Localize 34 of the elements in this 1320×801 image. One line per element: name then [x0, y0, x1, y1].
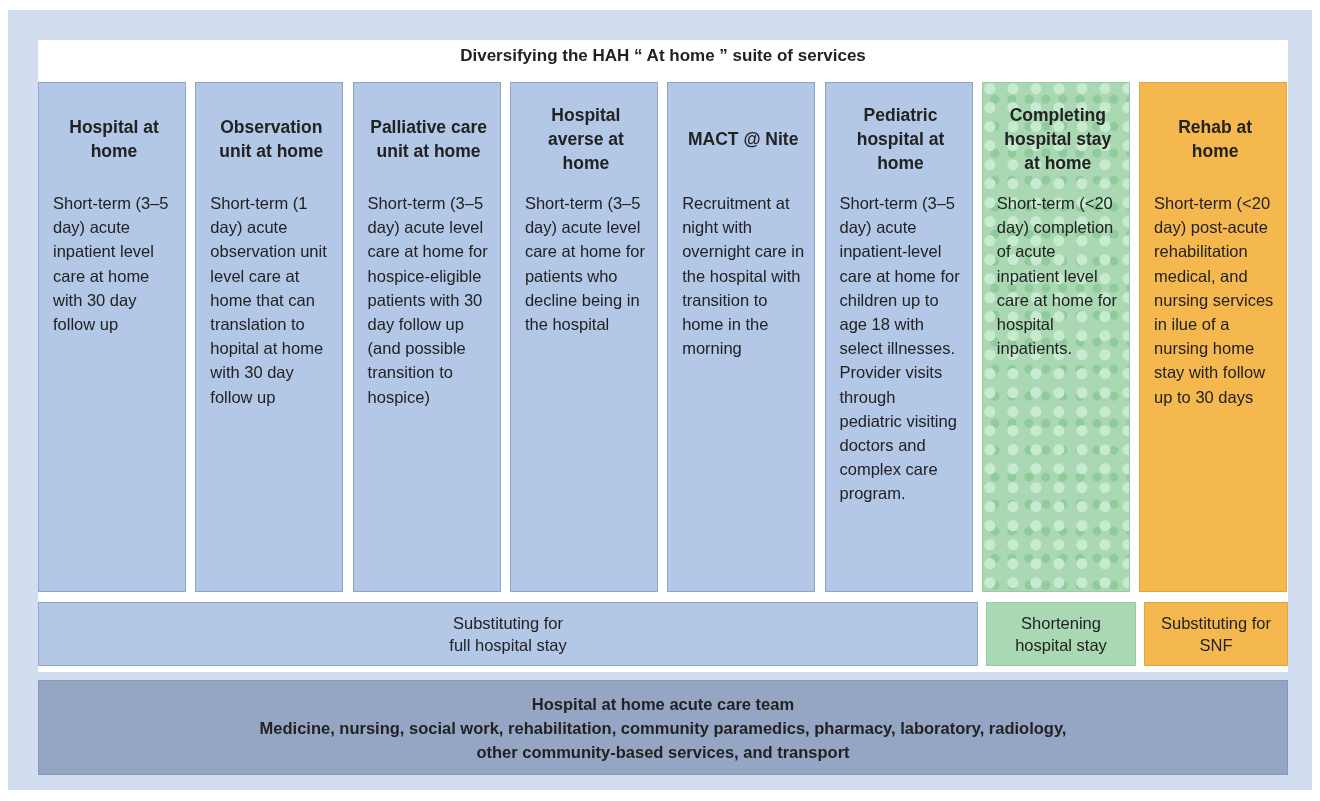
service-description: Short-term (3–5 day) acute inpatient-level care at home for children up to age 18 with select illnesses. Provider visits through pediatric visiting doctors and complex care program. — [839, 193, 961, 505]
category-box — [1144, 602, 1288, 666]
category-label: Substituting for SNF — [1159, 613, 1273, 656]
service-description: Short-term (3–5 day) acute inpatient level care at home with 30 day follow up — [53, 193, 170, 335]
diagram-title: Diversifying the HAH “ At home ” suite of services — [459, 46, 867, 66]
service-heading: Completing hospital stay at home — [1003, 104, 1113, 175]
service-column — [195, 82, 344, 592]
category-box — [38, 602, 978, 666]
service-heading: Palliative care unit at home — [369, 116, 488, 163]
category-label: Substituting for full hospital stay — [448, 613, 568, 656]
service-heading: Observation unit at home — [218, 116, 325, 163]
service-column — [981, 82, 1130, 592]
category-label: Shortening hospital stay — [1014, 613, 1108, 656]
service-heading: Pediatric hospital at home — [855, 104, 946, 175]
service-heading: Hospital averse at home — [546, 104, 625, 175]
service-description: Short-term (<20 day) completion of acute inpatient level care at home for hospital inpatients. — [996, 193, 1118, 360]
service-description: Short-term (<20 day) post-acute rehabilitation medical, and nursing services in ilue of a nursing home stay with follow up to 30 days — [1154, 193, 1275, 408]
team-members: Medicine, nursing, social work, rehabilitation, community paramedics, pharmacy, laboratory, radiology, other community-based services, and transport — [258, 717, 1068, 763]
service-column — [1139, 82, 1288, 592]
service-heading: Rehab at home — [1177, 116, 1254, 163]
team-heading: Hospital at home acute care team — [530, 693, 796, 715]
service-description: Short-term (1 day) acute observation unit level care at home that can translation to hopital at home with 30 day follow up — [210, 193, 328, 408]
service-column — [824, 82, 973, 592]
service-description: Short-term (3–5 day) acute level care at home for hospice-eligible patients with 30 day follow up (and possible transition to hospice) — [367, 193, 489, 408]
service-heading: Hospital at home — [68, 116, 160, 163]
team-band — [38, 680, 1288, 775]
service-column — [509, 82, 658, 592]
service-description: Short-term (3–5 day) acute level care at home for patients who decline being in the hospital — [524, 193, 647, 335]
service-column — [352, 82, 501, 592]
service-heading: MACT @ Nite — [687, 128, 800, 151]
service-description: Recruitment at night with overnight care in the hospital with transition to home in the morning — [682, 193, 805, 360]
service-column — [667, 82, 816, 592]
category-box — [986, 602, 1136, 666]
service-column — [38, 82, 186, 592]
